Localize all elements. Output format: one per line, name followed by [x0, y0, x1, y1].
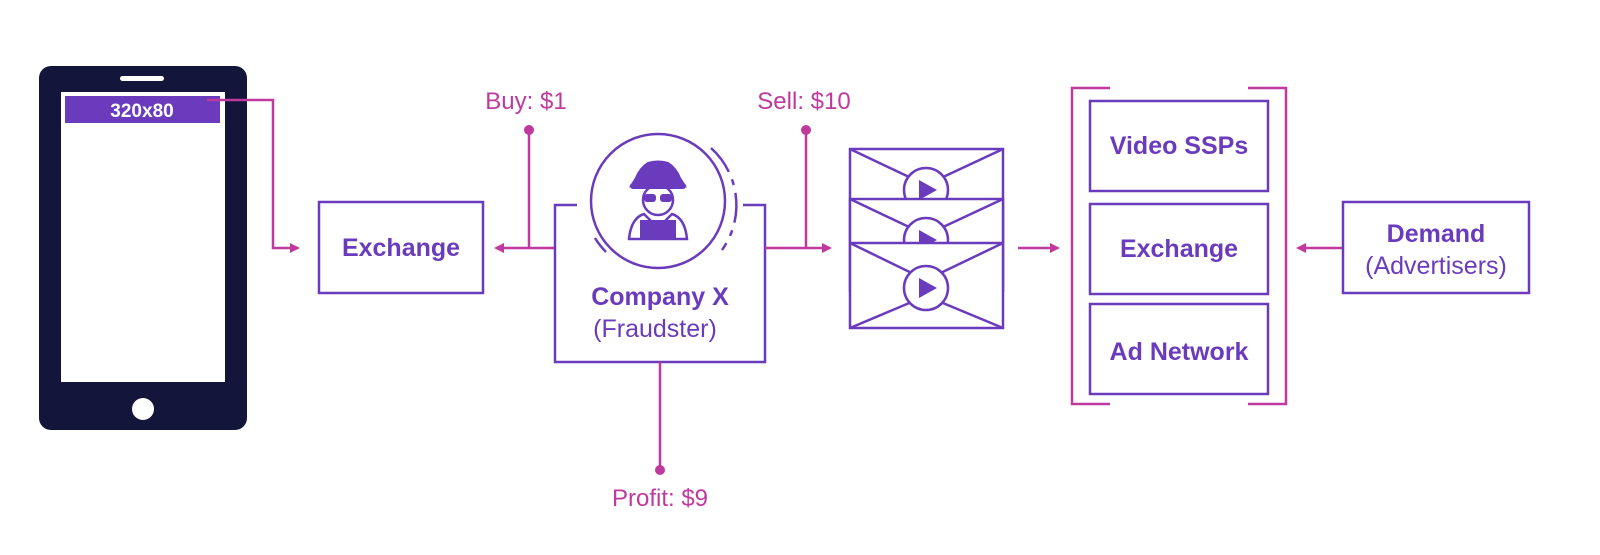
buyer-exchange: Exchange: [1088, 202, 1270, 296]
demand-node: Demand (Advertisers): [1341, 200, 1531, 295]
phone-home-button: [132, 398, 154, 420]
phone-speaker: [120, 76, 164, 81]
demand-title: Demand: [1387, 220, 1486, 248]
video-envelope-icon: [848, 241, 1005, 330]
video-stack: [848, 147, 1005, 330]
hacker-spy-icon: [589, 132, 738, 270]
buyers-group: Video SSPs Exchange Ad Network: [1070, 86, 1288, 406]
sell-pin-dot: [801, 125, 811, 135]
buy-pin-dot: [524, 125, 534, 135]
fraudster-role: (Fraudster): [593, 315, 717, 343]
fraudster-name: Company X: [591, 283, 729, 311]
exchange-label: Exchange: [342, 234, 460, 262]
phone-screen: [61, 92, 225, 382]
demand-subtitle: (Advertisers): [1365, 252, 1507, 280]
buy-label: Buy: $1: [485, 88, 566, 115]
buyer-label: Ad Network: [1110, 338, 1249, 366]
buyer-video-ssps: Video SSPs: [1088, 99, 1270, 193]
ad-banner: [65, 96, 220, 123]
sell-label: Sell: $10: [757, 88, 850, 115]
buyer-ad-network: Ad Network: [1088, 302, 1270, 396]
phone-device: 320x80: [39, 66, 247, 430]
exchange-node: Exchange: [317, 200, 485, 295]
buyer-label: Exchange: [1120, 235, 1238, 263]
buyer-label: Video SSPs: [1110, 132, 1249, 160]
profit-pin-dot: [655, 465, 665, 475]
ad-size-label: 320x80: [110, 101, 173, 122]
profit-label: Profit: $9: [612, 485, 708, 512]
ad-to-exchange-connector: [207, 98, 300, 253]
